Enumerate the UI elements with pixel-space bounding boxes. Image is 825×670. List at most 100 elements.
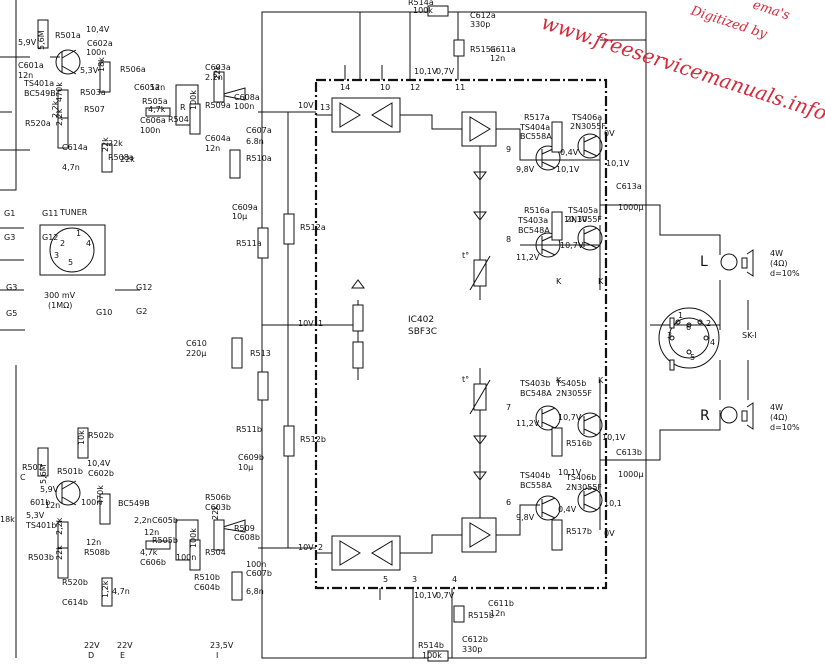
- channel-b-component: BC549B: [118, 499, 150, 508]
- channel-b-component: 6,8n: [246, 587, 264, 596]
- channel-b-resistor-value: 5,6M: [39, 464, 48, 484]
- ic-pin-label: 3: [412, 575, 417, 584]
- tuner-section: G1: [4, 209, 15, 218]
- output-voltage: 10,1V: [606, 159, 630, 168]
- socket-label: SK-I: [742, 331, 757, 340]
- center-component: 330p: [470, 20, 490, 29]
- channel-a-component: 100n: [234, 102, 254, 111]
- center-component: R512b: [300, 435, 326, 444]
- channel-b-resistor-value: 2,2k: [55, 517, 64, 535]
- channel-b-component: C605b: [152, 516, 178, 525]
- channel-b-component: C614b: [62, 598, 88, 607]
- resistor: [551, 121, 563, 153]
- channel-a-component: R505a: [142, 97, 168, 106]
- channel-b-component: 100n: [246, 560, 266, 569]
- output-transistor: [577, 487, 603, 513]
- resistor: [283, 213, 295, 245]
- resistor: [231, 337, 243, 369]
- ic-pin-label: 11: [455, 83, 465, 92]
- output-transistor-label: TS405a: [567, 206, 598, 215]
- output-transistor: [535, 232, 561, 258]
- channel-b-component: 4,7k: [140, 548, 158, 557]
- output-stage: [535, 133, 603, 521]
- output-voltage: 11,2V: [516, 419, 540, 428]
- channel-b-component: C606b: [140, 558, 166, 567]
- channel-a-resistor-value: 18k: [97, 57, 106, 72]
- resistor: [427, 650, 449, 662]
- center-component: R511b: [236, 425, 262, 434]
- channel-a-component: R: [180, 103, 186, 112]
- output-voltage: 9,8V: [516, 513, 535, 522]
- output-label: K: [556, 277, 562, 286]
- watermark-line1: ema's: [751, 0, 792, 24]
- channel-a-component: TS401a: [23, 79, 54, 88]
- resistor: [453, 39, 465, 57]
- ic-frame: IC402 SBF3C: [261, 11, 647, 659]
- channel-a-component: R507: [84, 105, 105, 114]
- channel-b-resistor-value: 100k: [189, 528, 198, 548]
- resistor: [213, 519, 225, 551]
- output-transistor-label: 2N3055F: [556, 389, 592, 398]
- ic-pin-label: 6: [506, 498, 511, 507]
- channel-a-component: C603a: [205, 63, 231, 72]
- output-label: t°: [462, 251, 469, 260]
- output-transistor-label: R517a: [524, 113, 550, 122]
- output-transistor: [535, 145, 561, 171]
- supply-label: 22V: [117, 641, 133, 650]
- channel-b-resistor-value: 22k: [55, 545, 64, 560]
- output-label: K: [598, 277, 604, 286]
- center-component: R514a: [408, 0, 434, 7]
- ic-pin-label: 5: [383, 575, 388, 584]
- channel-b-component: R505b: [152, 536, 178, 545]
- channel-b-component: TS401b: [25, 521, 56, 530]
- left-speaker-distortion: d=10%: [770, 269, 800, 278]
- output-transistor-label: 2N3055F: [566, 483, 602, 492]
- tuner-pin: 5: [68, 258, 73, 267]
- ic-internal: [316, 97, 540, 571]
- ic-name: IC402: [408, 315, 434, 325]
- center-component: 12n: [490, 54, 505, 63]
- ic-boundary: [314, 78, 608, 590]
- resistor: [453, 605, 465, 623]
- channel-a-component: R501a: [55, 31, 81, 40]
- channel-a-component: C608a: [234, 93, 260, 102]
- output-capacitor: C613a: [616, 182, 642, 191]
- output-voltage: 10,1V: [564, 215, 588, 224]
- channel-b-resistor-value: 22k: [211, 505, 220, 520]
- output-voltage: 10,1V: [556, 165, 580, 174]
- center-voltage: 0,7V: [436, 591, 455, 600]
- center-component: C609b: [238, 453, 264, 462]
- tuner-section: G2: [136, 307, 147, 316]
- channel-a-component: C614a: [62, 143, 88, 152]
- channel-a-component: C605a: [134, 83, 160, 92]
- channel-a-component: R503a: [80, 88, 106, 97]
- output-capacitor: C613b: [616, 448, 642, 457]
- output-transistor: [535, 495, 561, 521]
- channel-b-component: 18k: [0, 515, 15, 524]
- channel-a-component: R509a: [205, 101, 231, 110]
- input-stages: [0, 49, 246, 561]
- tuner-section: G5: [6, 309, 17, 318]
- ic-pin-label: 12: [410, 83, 420, 92]
- channel-b-component: 12n: [86, 538, 101, 547]
- resistor: [257, 227, 269, 259]
- channel-a-component: R508a: [108, 153, 134, 162]
- center-component: 12n: [490, 609, 505, 618]
- output-voltage: 10,1V: [602, 433, 626, 442]
- tuner-pin: 1: [76, 229, 81, 238]
- channel-a-component: 100n: [86, 48, 106, 57]
- ic-type: SBF3C: [408, 327, 437, 337]
- channel-b-component: 10,4V: [87, 459, 111, 468]
- output-label: t°: [462, 375, 469, 384]
- output-transistor-label: BC558A: [520, 481, 552, 490]
- channel-b-component: 12n: [45, 501, 60, 510]
- channel-a-resistor-value: 100k: [189, 90, 198, 110]
- channel-b-component: C607b: [246, 569, 272, 578]
- ts401a: [55, 49, 81, 75]
- channel-b-component: R504: [205, 548, 226, 557]
- tuner-section: G10: [96, 308, 112, 317]
- output-voltage: 0V: [604, 529, 615, 538]
- output-voltage: 9,8V: [516, 165, 535, 174]
- output-label: R517b: [566, 527, 592, 536]
- center-component: 100k: [413, 6, 433, 15]
